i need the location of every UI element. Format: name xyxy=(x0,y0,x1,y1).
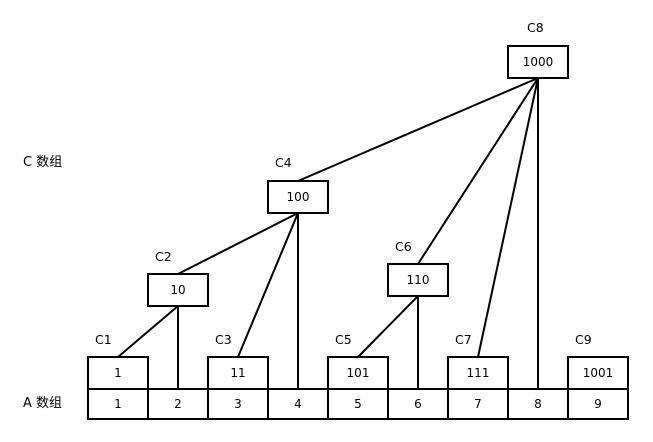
node-value-c2: 10 xyxy=(170,283,185,297)
node-label-c2: C2 xyxy=(155,249,172,264)
node-value-c9: 1001 xyxy=(583,366,614,380)
c-node-c4: C4 100 xyxy=(267,155,329,214)
node-box-c4 xyxy=(267,180,329,214)
connector-lines xyxy=(117,77,539,389)
a-cell-4: 4 xyxy=(294,397,302,411)
node-label-c9: C9 xyxy=(575,332,592,347)
node-box-c9 xyxy=(567,356,629,390)
a-cell-6: 6 xyxy=(414,397,422,411)
a-cell-8: 8 xyxy=(534,397,542,411)
a-cell-2: 2 xyxy=(174,397,182,411)
node-value-c6: 110 xyxy=(407,273,430,287)
edge-c8-c7 xyxy=(477,77,539,358)
node-box-c8 xyxy=(507,45,569,79)
node-box-c6 xyxy=(387,263,449,297)
node-box-c1 xyxy=(87,356,149,390)
node-value-c7: 111 xyxy=(467,366,490,380)
c-node-c9: C9 1001 xyxy=(567,332,629,390)
c-node-c1: C1 1 xyxy=(87,332,149,390)
node-box-c7 xyxy=(447,356,509,390)
edge-c4-c3 xyxy=(237,212,299,358)
node-value-c3: 11 xyxy=(230,366,245,380)
node-label-c1: C1 xyxy=(95,332,112,347)
edge-c6-c5 xyxy=(357,295,419,358)
edge-c2-c1 xyxy=(117,305,179,358)
node-value-c5: 101 xyxy=(347,366,370,380)
c-node-c6: C6 110 xyxy=(387,239,449,297)
a-cell-3: 3 xyxy=(234,397,242,411)
node-label-c5: C5 xyxy=(335,332,352,347)
a-array-label: A 数组 xyxy=(23,396,62,411)
a-cell-9: 9 xyxy=(594,397,602,411)
node-value-c4: 100 xyxy=(287,190,310,204)
node-label-c7: C7 xyxy=(455,332,472,347)
c-array-label: C 数组 xyxy=(23,155,62,170)
node-label-c3: C3 xyxy=(215,332,232,347)
a-cell-1: 1 xyxy=(114,397,122,411)
node-value-c8: 1000 xyxy=(523,55,554,69)
a-cell-7: 7 xyxy=(474,397,482,411)
node-box-c2 xyxy=(147,273,209,307)
a-cell-5: 5 xyxy=(354,397,362,411)
node-value-c1: 1 xyxy=(114,366,122,380)
c-node-c8: C8 1000 xyxy=(507,20,569,79)
edge-c8-c4 xyxy=(297,77,539,182)
node-label-c6: C6 xyxy=(395,239,412,254)
edge-c4-c2 xyxy=(177,212,299,275)
c-node-c5: C5 101 xyxy=(327,332,389,390)
node-box-c5 xyxy=(327,356,389,390)
edge-c8-c6 xyxy=(417,77,539,265)
c-node-c3: C3 11 xyxy=(207,332,269,390)
c-node-c2: C2 10 xyxy=(147,249,209,307)
a-array-frame xyxy=(87,388,629,420)
a-array-row: 1 2 3 4 5 6 7 8 9 xyxy=(87,388,629,420)
c-node-c7: C7 111 xyxy=(447,332,509,390)
node-label-c4: C4 xyxy=(275,155,292,170)
node-label-c8: C8 xyxy=(527,20,544,35)
node-box-c3 xyxy=(207,356,269,390)
